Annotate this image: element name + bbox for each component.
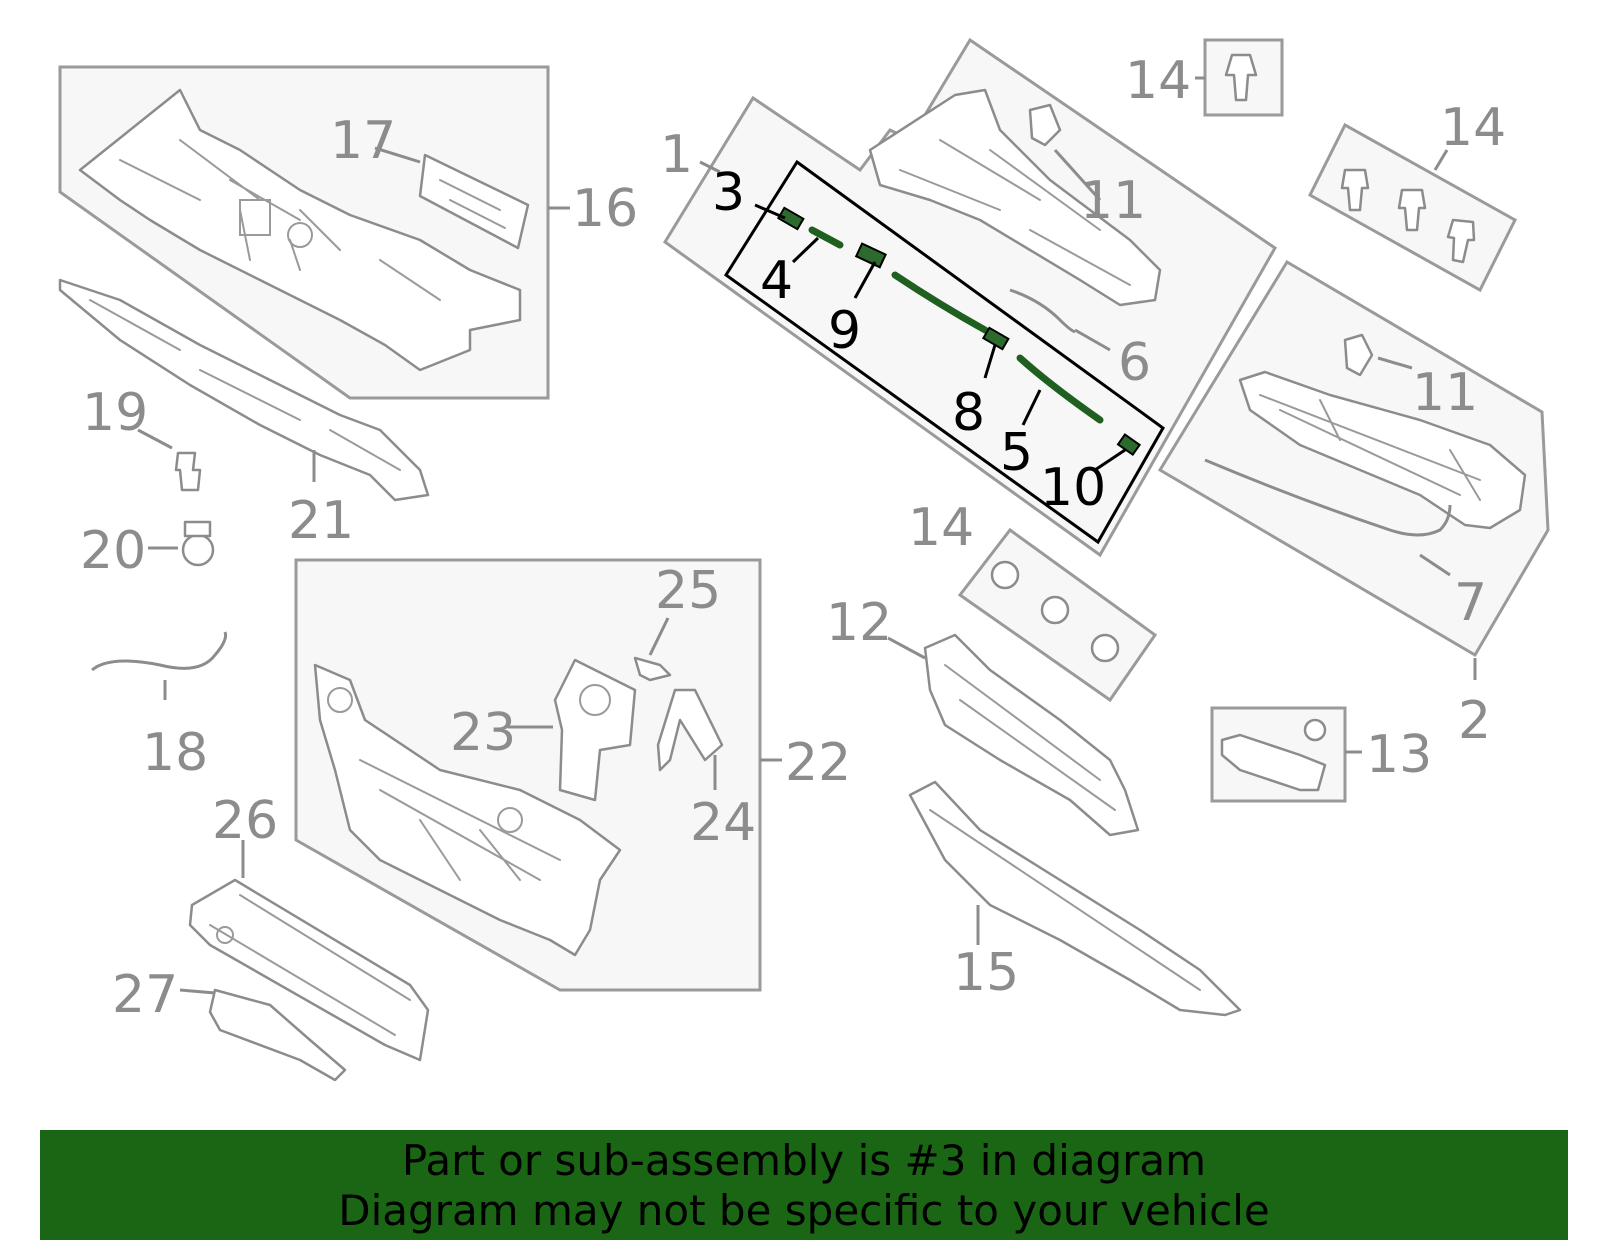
group-14-lower [957, 527, 1158, 703]
part-3-connector [776, 206, 805, 231]
label-8: 8 [952, 383, 985, 443]
label-26: 26 [212, 791, 278, 851]
part-5-tube [1016, 354, 1104, 424]
label-20: 20 [80, 521, 146, 581]
group-14-single [1203, 38, 1284, 117]
banner-line-2: Diagram may not be specific to your vehi… [338, 1186, 1270, 1235]
label-5: 5 [1000, 423, 1033, 483]
label-23: 23 [450, 703, 516, 763]
label-18: 18 [142, 723, 208, 783]
label-4: 4 [760, 251, 793, 311]
part-12-panel [923, 633, 1140, 837]
label-25: 25 [655, 561, 721, 621]
label-3: 3 [712, 163, 745, 223]
label-14b: 14 [1440, 98, 1506, 158]
parts-diagram: 1 2 3 4 5 6 7 8 9 10 11 11 12 13 14 14 1… [58, 37, 1550, 1082]
part-11-cap-b [1343, 333, 1374, 377]
part-23-bracket [553, 658, 637, 802]
group-13 [1210, 706, 1347, 803]
label-19: 19 [82, 383, 148, 443]
label-27: 27 [112, 965, 178, 1025]
part-7-hose [1204, 458, 1452, 537]
label-15: 15 [953, 943, 1019, 1003]
label-12: 12 [826, 593, 892, 653]
label-6: 6 [1118, 333, 1151, 393]
part-6-hose [1009, 288, 1076, 334]
banner-line-1: Part or sub-assembly is #3 in diagram [401, 1136, 1207, 1185]
info-banner: Part or sub-assembly is #3 in diagram Di… [40, 1130, 1568, 1240]
group-22 [294, 558, 762, 992]
label-21: 21 [288, 491, 354, 551]
label-22: 22 [785, 733, 851, 793]
part-10-nozzle [1116, 433, 1142, 457]
label-10: 10 [1040, 458, 1106, 518]
label-11a: 11 [1080, 171, 1146, 231]
part-18-hose [91, 631, 227, 672]
part-24-brace [656, 688, 724, 772]
label-11b: 11 [1412, 363, 1478, 423]
label-13: 13 [1366, 725, 1432, 785]
part-17-bracket [418, 153, 530, 250]
group-14-clips [1308, 122, 1517, 293]
part-27-plate [208, 988, 347, 1082]
part-20-clamp [148, 520, 215, 567]
group-16 [58, 65, 550, 400]
label-16: 16 [572, 179, 638, 239]
label-17: 17 [330, 111, 396, 171]
callout-labels: 1 2 3 4 5 6 7 8 9 10 11 11 12 13 14 14 1… [80, 51, 1506, 1025]
group-2 [1157, 259, 1550, 658]
label-2: 2 [1458, 691, 1491, 751]
label-14c: 14 [908, 498, 974, 558]
part-4-tube [808, 226, 844, 249]
part-15-member [908, 780, 1242, 1017]
part-11-cap [1028, 103, 1062, 147]
label-14a: 14 [1125, 51, 1191, 111]
part-26-member [188, 878, 430, 1062]
part-25-clip [633, 656, 672, 682]
part-9-valve [854, 242, 887, 269]
label-7: 7 [1454, 573, 1487, 633]
part-8-joint [981, 326, 1010, 351]
label-1: 1 [660, 125, 693, 185]
part-19-clip [137, 428, 202, 492]
label-9: 9 [828, 301, 861, 361]
subassembly-3 [723, 159, 1165, 545]
label-24: 24 [690, 793, 756, 853]
group-1 [662, 37, 1277, 558]
